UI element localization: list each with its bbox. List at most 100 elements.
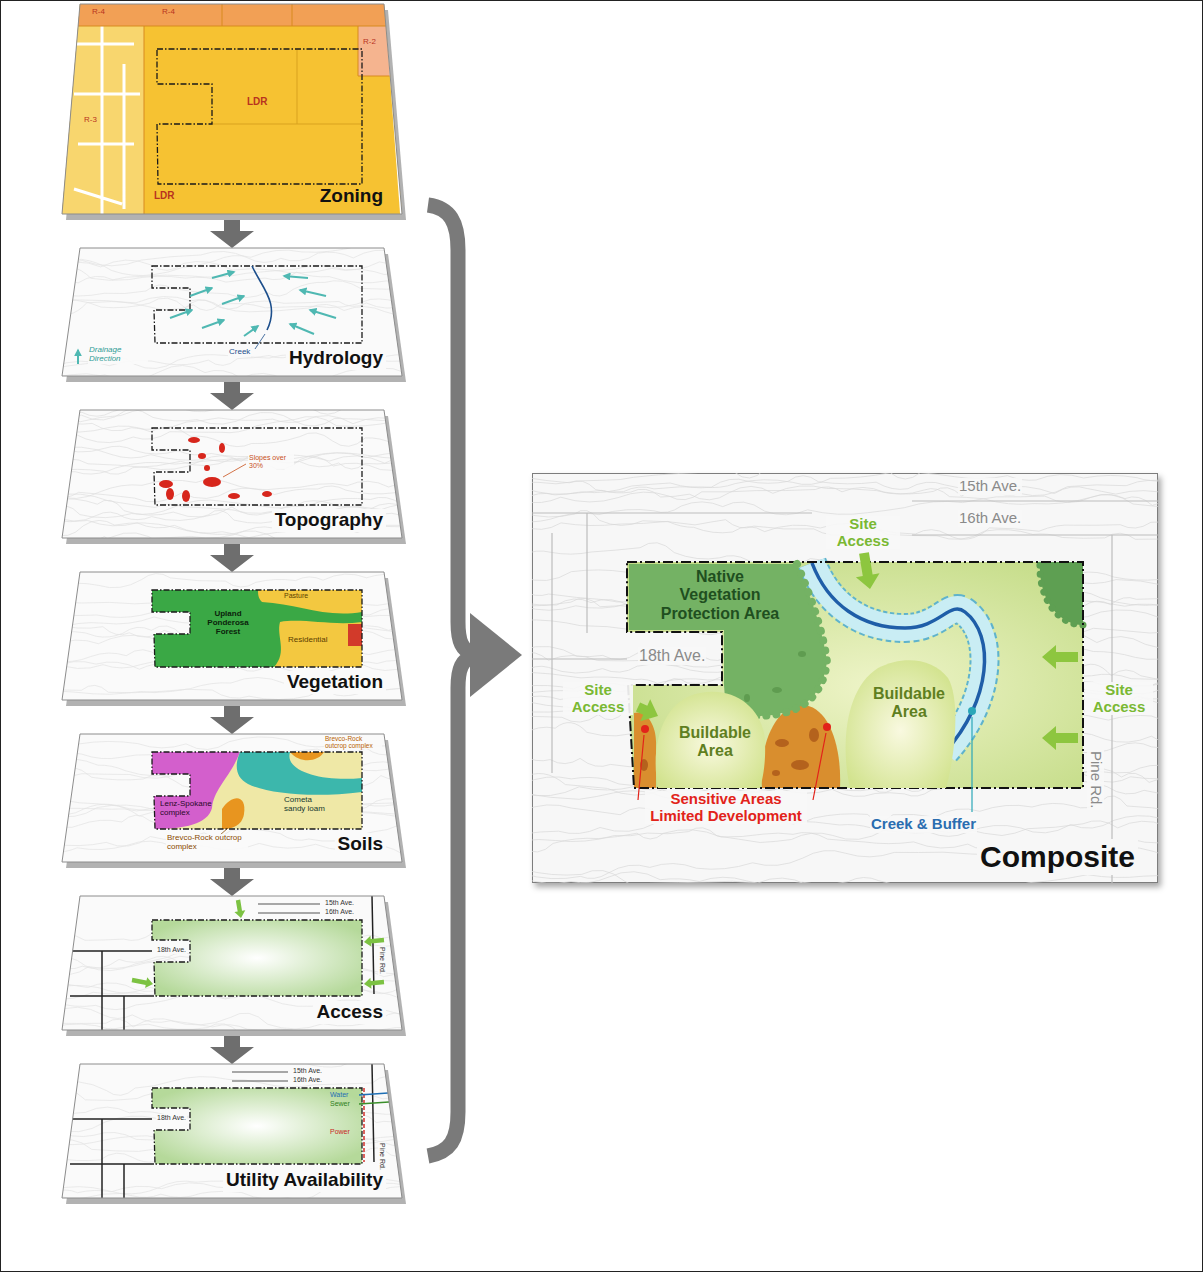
map-line xyxy=(244,326,258,336)
map-line xyxy=(223,464,246,477)
layer-sheet xyxy=(62,1064,402,1198)
contour-line xyxy=(52,297,439,317)
contour-line xyxy=(52,409,433,426)
access-arrow xyxy=(132,977,153,988)
map-path xyxy=(359,1093,388,1095)
map-line xyxy=(170,310,192,318)
contour-line xyxy=(52,520,458,548)
layer-sheet xyxy=(62,734,402,862)
map-path xyxy=(1040,562,1083,625)
map-ellipse xyxy=(166,488,174,500)
layer-edge xyxy=(62,1064,402,1198)
map-ellipse xyxy=(228,493,240,499)
map-ellipse xyxy=(182,490,190,502)
map-path xyxy=(212,49,362,124)
map-ellipse xyxy=(198,453,206,459)
contour-line xyxy=(52,390,455,420)
map-path xyxy=(761,705,840,788)
map-path xyxy=(1040,562,1083,625)
layer-edge xyxy=(62,410,402,538)
contour-line xyxy=(52,1051,422,1067)
map-g xyxy=(52,735,465,861)
flow-arrow xyxy=(210,220,254,248)
site-boundary xyxy=(627,562,1083,788)
composite-title: Composite xyxy=(977,839,1138,875)
access-arrow xyxy=(1042,645,1078,669)
map-path xyxy=(846,660,956,788)
access-arrow xyxy=(1042,726,1078,750)
map-line xyxy=(300,290,326,296)
map-line xyxy=(310,310,336,318)
layer-edge xyxy=(62,896,402,1030)
map-ellipse xyxy=(772,770,780,776)
map-polygon xyxy=(152,428,362,505)
map-g xyxy=(52,896,463,1039)
layer-title: Zoning xyxy=(317,185,386,208)
map-g xyxy=(52,230,453,389)
access-arrow xyxy=(856,552,880,589)
contour-line xyxy=(52,1007,453,1029)
flow-arrow xyxy=(210,868,254,896)
map-rect xyxy=(358,26,402,76)
map-line xyxy=(284,276,308,278)
layer-title: Hydrology xyxy=(286,347,386,370)
map-path xyxy=(258,904,320,913)
contour-line xyxy=(52,426,427,447)
map-path xyxy=(237,752,362,795)
map-ellipse xyxy=(159,480,173,488)
map-layer: Access xyxy=(62,896,402,1036)
layer-title: Utility Availability xyxy=(223,1169,386,1192)
layer-edge xyxy=(62,572,402,700)
map-ellipse xyxy=(775,739,789,747)
layer-edge xyxy=(62,4,402,214)
map-line xyxy=(190,288,212,296)
map-g xyxy=(52,390,468,569)
map-path xyxy=(232,1072,288,1081)
flow-arrow xyxy=(210,706,254,734)
map-polygon xyxy=(152,590,362,667)
contour-line xyxy=(52,281,412,298)
map-path xyxy=(290,752,324,760)
map-path xyxy=(274,621,362,667)
map-line xyxy=(290,324,314,334)
layer-edge xyxy=(62,734,402,862)
map-rect xyxy=(62,4,402,26)
map-polygon xyxy=(627,562,1083,788)
area-name: Native Vegetation Protection Area xyxy=(658,568,782,623)
contour-line xyxy=(52,1019,460,1035)
contour-line xyxy=(52,574,442,588)
contour-line xyxy=(52,403,431,426)
map-path xyxy=(74,26,140,220)
flow-arrow xyxy=(210,382,254,410)
buildable-area: Buildable Area xyxy=(648,686,768,788)
access-arrow xyxy=(636,699,658,721)
map-g xyxy=(744,651,806,702)
map-polygon xyxy=(152,920,362,996)
map-ellipse xyxy=(188,437,200,443)
map-polygon xyxy=(152,752,362,829)
map-rect xyxy=(348,624,362,646)
contour-line xyxy=(52,298,446,312)
map-layer: Zoning xyxy=(62,4,402,220)
access-arrow xyxy=(364,936,384,947)
map-polygon xyxy=(152,1088,362,1164)
map-ellipse xyxy=(809,728,819,742)
map-ellipse xyxy=(204,465,210,471)
map-polygon xyxy=(152,752,362,829)
map-ellipse xyxy=(791,760,809,770)
map-polygon xyxy=(152,266,362,343)
map-line xyxy=(212,272,234,278)
map-circle xyxy=(641,725,649,733)
map-ellipse xyxy=(262,491,272,497)
map-path xyxy=(222,798,244,829)
flow-arrow xyxy=(210,1036,254,1064)
map-ellipse xyxy=(772,687,782,693)
map-ellipse xyxy=(219,443,225,453)
map-polygon xyxy=(152,1088,362,1164)
map-ellipse xyxy=(203,477,221,487)
composite-map-shape xyxy=(532,473,1158,883)
map-layer: Soils xyxy=(62,734,402,868)
layer-title: Access xyxy=(313,1001,386,1024)
access-arrow xyxy=(364,978,384,989)
